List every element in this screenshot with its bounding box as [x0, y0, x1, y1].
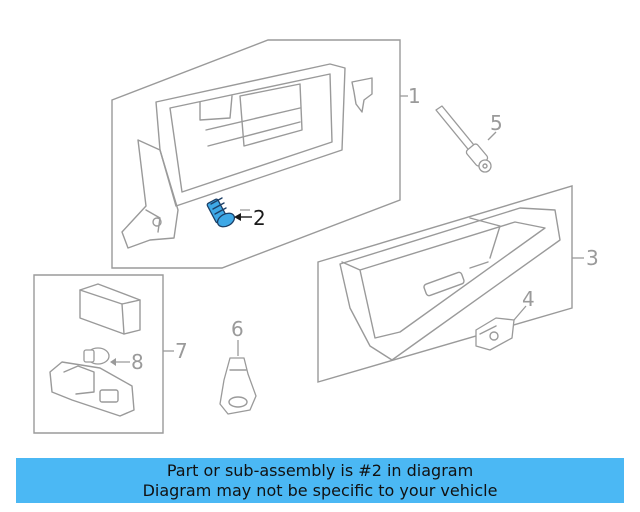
callout-4[interactable]: 4: [522, 287, 535, 311]
leader-4: [513, 305, 527, 321]
part-2-bolt[interactable]: [206, 197, 237, 230]
info-banner: Part or sub-assembly is #2 in diagram Di…: [16, 458, 624, 503]
banner-part-text: Part or sub-assembly is #2 in diagram: [166, 460, 474, 480]
part-4-latch: [475, 317, 515, 351]
callout-6[interactable]: 6: [231, 317, 244, 341]
callout-3[interactable]: 3: [586, 246, 599, 270]
parts-diagram: 1 2 3 4 5 6 7 8: [33, 39, 599, 434]
callout-1[interactable]: 1: [408, 84, 421, 108]
part-5-strut: [435, 105, 492, 173]
callout-5[interactable]: 5: [490, 111, 503, 135]
callout-2[interactable]: 2: [253, 206, 266, 230]
panel-lamp: [33, 274, 164, 434]
arrowhead-8: [110, 358, 116, 366]
callout-8[interactable]: 8: [131, 350, 144, 374]
leader-5: [487, 131, 497, 141]
arrowhead-2: [234, 213, 241, 221]
panel-housing: [111, 39, 401, 269]
callout-7[interactable]: 7: [175, 339, 188, 363]
panel-glove-box: [317, 185, 573, 383]
banner-disclaimer-text: Diagram may not be specific to your vehi…: [142, 480, 498, 500]
part-6-cover: [219, 357, 257, 415]
